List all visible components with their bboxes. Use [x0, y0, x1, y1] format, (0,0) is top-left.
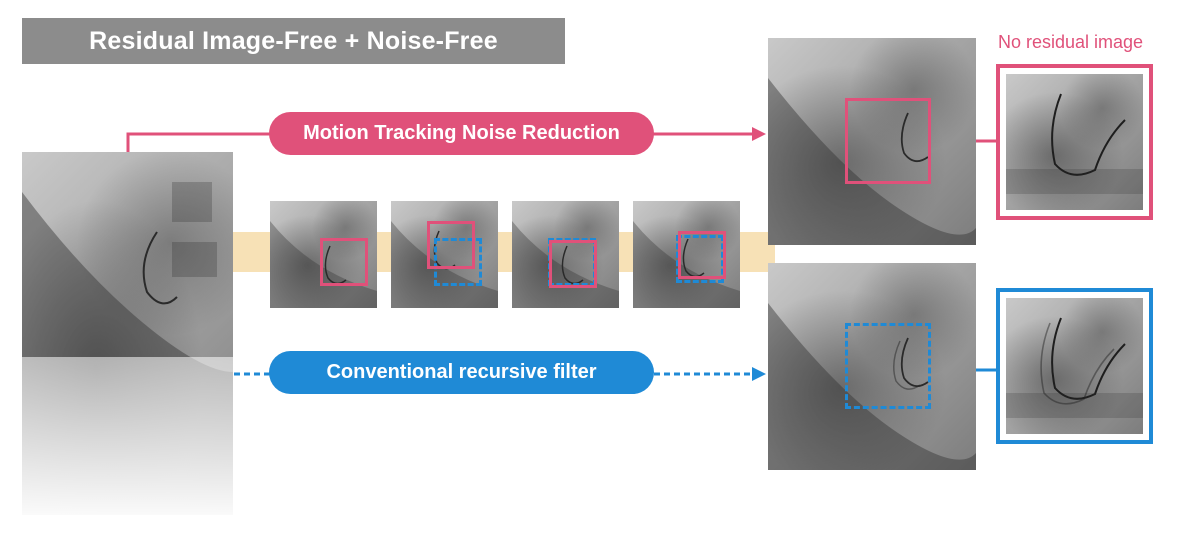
source-fade-overlay	[22, 357, 233, 515]
result-image-conventional	[768, 263, 976, 470]
zoom-image-pink	[1006, 74, 1143, 210]
tracking-box-pink	[678, 231, 726, 279]
zoom-caption: No residual image	[998, 32, 1144, 52]
result-image-motion-tracking	[768, 38, 976, 245]
zoom-image-blue	[1006, 298, 1143, 434]
zoom-view-motion-tracking	[996, 64, 1153, 220]
pink-arrowhead	[752, 127, 766, 141]
fixed-box-blue	[434, 238, 482, 286]
motion-tracking-text: Motion Tracking Noise Reduction	[303, 122, 620, 144]
roi-box-blue	[845, 323, 931, 409]
motion-tracking-label: Motion Tracking Noise Reduction	[269, 112, 654, 155]
title-text: Residual Image-Free + Noise-Free	[89, 26, 498, 55]
sequence-frame-1	[270, 201, 377, 308]
sequence-frame-4	[633, 201, 740, 308]
sequence-frame-3	[512, 201, 619, 308]
fixed-box-blue	[676, 235, 724, 283]
tracking-box-pink	[320, 238, 368, 286]
conventional-filter-label: Conventional recursive filter	[269, 351, 654, 394]
source-xray-image	[22, 152, 233, 515]
tracking-box-pink	[549, 240, 597, 288]
sequence-frame-2	[391, 201, 498, 308]
tracking-box-pink	[427, 221, 475, 269]
zoom-view-conventional	[996, 288, 1153, 444]
roi-box-pink	[845, 98, 931, 184]
blue-arrowhead	[752, 367, 766, 381]
conventional-filter-text: Conventional recursive filter	[326, 361, 597, 383]
title-bar: Residual Image-Free + Noise-Free	[22, 18, 565, 64]
